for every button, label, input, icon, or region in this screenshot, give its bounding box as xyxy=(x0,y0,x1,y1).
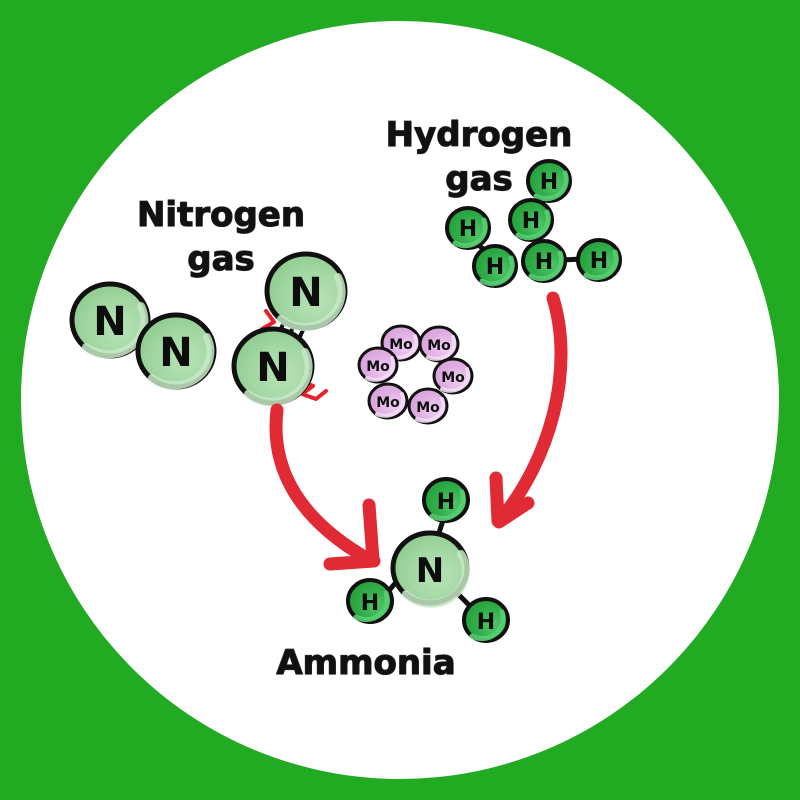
nitrogen-molecule-intact: N N xyxy=(69,281,217,390)
ammonia-label: Ammonia xyxy=(276,643,455,683)
atom-label-h: H xyxy=(590,249,608,274)
atom-label-mo: Mo xyxy=(376,395,400,411)
atom-label-h: H xyxy=(540,170,558,195)
hydrogen-atom: H xyxy=(445,206,491,250)
nitrogen-gas-label-line1: Nitrogen xyxy=(137,195,305,235)
atom-label-h: H xyxy=(437,490,455,515)
hydrogen-atom: H xyxy=(576,238,622,282)
atom-label-n: N xyxy=(159,330,192,376)
hydrogen-atom: H xyxy=(526,159,572,203)
molybdenum-catalyst-cluster: Mo Mo Mo Mo Mo xyxy=(357,324,474,425)
hydrogen-molecule: H H xyxy=(508,159,572,242)
hydrogen-gas-label-line2: gas xyxy=(445,159,513,199)
ammonia-molecule: H H H N xyxy=(346,477,510,643)
atom-label-n: N xyxy=(256,345,289,391)
atom-label-h: H xyxy=(477,610,495,635)
atom-label-h: H xyxy=(459,217,477,242)
hydrogen-atom: H xyxy=(462,597,510,643)
hydrogen-atom: H xyxy=(422,477,470,523)
nitrogen-atom: N xyxy=(231,326,315,407)
molybdenum-atom: Mo xyxy=(418,325,460,363)
hydrogen-gas-label-line1: Hydrogen xyxy=(386,115,573,155)
nitrogen-atom: N xyxy=(135,312,217,390)
molybdenum-atom: Mo xyxy=(367,382,409,420)
molybdenum-atom: Mo xyxy=(357,346,399,384)
atom-label-mo: Mo xyxy=(441,370,465,386)
hydrogen-molecule: H H xyxy=(521,238,622,283)
atom-label-n: N xyxy=(93,299,126,345)
nitrogen-atom: N xyxy=(69,281,151,359)
nitrogen-molecule-breaking: N N xyxy=(231,251,348,407)
hydrogen-molecule: H H xyxy=(445,206,518,288)
nitrogen-atom: N xyxy=(264,251,348,332)
atom-label-h: H xyxy=(535,250,553,275)
hydrogen-atom: H xyxy=(346,578,394,624)
atom-label-mo: Mo xyxy=(416,400,440,416)
hydrogen-atom: H xyxy=(521,239,567,283)
hydrogen-atom: H xyxy=(472,244,518,288)
atom-label-h: H xyxy=(486,255,504,280)
molybdenum-atom: Mo xyxy=(407,387,449,425)
molybdenum-atom: Mo xyxy=(432,357,474,395)
atom-label-mo: Mo xyxy=(366,359,390,375)
atom-label-mo: Mo xyxy=(427,338,451,354)
atom-label-h: H xyxy=(361,591,379,616)
nitrogen-gas-label-line2: gas xyxy=(187,239,255,279)
nitrogen-atom: N xyxy=(390,530,470,608)
atom-label-h: H xyxy=(522,209,540,234)
atom-label-mo: Mo xyxy=(389,337,413,353)
atom-label-n: N xyxy=(416,551,444,591)
nitrogen-to-ammonia-arrow xyxy=(269,403,381,571)
hydrogen-to-ammonia-arrow xyxy=(489,291,568,529)
hydrogen-atom: H xyxy=(508,198,554,242)
atom-label-n: N xyxy=(289,270,322,316)
